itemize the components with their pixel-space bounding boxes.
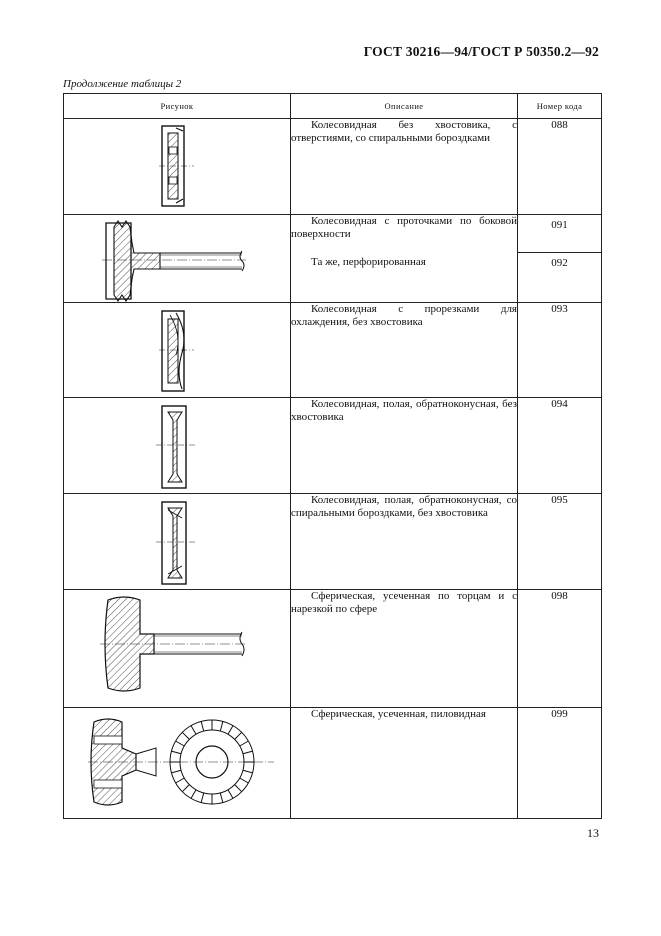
description-text: Колесовидная без хвостовика, с отверстия… xyxy=(291,119,517,144)
figure-cell xyxy=(63,302,291,398)
code-cell: 094 xyxy=(517,397,602,494)
code-cell: 095 xyxy=(517,493,602,590)
figure-cell xyxy=(63,493,291,590)
truncated-sphere-with-shank-icon xyxy=(100,596,246,692)
figure-cell xyxy=(63,589,291,708)
hollow-reverse-cone-wheel-icon xyxy=(156,405,196,489)
table-row: Сферическая, усеченная, пиловидная 099 xyxy=(63,707,602,819)
code-table: Рисунок Описание Номер кода Колесовидная… xyxy=(63,93,602,819)
column-header-code: Номер кода xyxy=(517,93,602,119)
description-text: Колесовидная, полая, обратноконусная, со… xyxy=(291,494,517,519)
code-value-variant: 092 xyxy=(518,252,601,289)
wheel-cooling-slots-icon xyxy=(159,310,194,392)
description-cell: Колесовидная с проточками по боковой пов… xyxy=(290,214,518,303)
code-cell: 088 xyxy=(517,118,602,215)
figure-cell xyxy=(63,118,291,215)
table-row: Колесовидная, полая, обратноконусная, бе… xyxy=(63,397,602,494)
description-text: Сферическая, усеченная, пиловидная xyxy=(311,708,486,720)
saw-sphere-with-gear-icon xyxy=(88,718,274,806)
table-header-row: Рисунок Описание Номер кода xyxy=(63,93,602,119)
figure-cell xyxy=(63,397,291,494)
standard-header: ГОСТ 30216—94/ГОСТ Р 50350.2—92 xyxy=(363,44,599,59)
description-cell: Сферическая, усеченная, пиловидная xyxy=(290,707,518,819)
description-text: Сферическая, усеченная по торцам и с нар… xyxy=(291,590,517,615)
description-cell: Колесовидная с прорезками для охлаждения… xyxy=(290,302,518,398)
table-row: Колесовидная, полая, обратноконусная, со… xyxy=(63,493,602,590)
table-row: Колесовидная с прорезками для охлаждения… xyxy=(63,302,602,398)
column-header-description: Описание xyxy=(290,93,518,119)
table-row: Колесовидная без хвостовика, с отверстия… xyxy=(63,118,602,215)
figure-cell xyxy=(63,707,291,819)
code-cell: 091 092 xyxy=(517,214,602,303)
code-value: 091 xyxy=(551,219,568,231)
description-cell: Колесовидная без хвостовика, с отверстия… xyxy=(290,118,518,215)
code-cell: 093 xyxy=(517,302,602,398)
code-cell: 098 xyxy=(517,589,602,708)
column-header-figure: Рисунок xyxy=(63,93,291,119)
page-number: 13 xyxy=(587,826,599,840)
wheel-with-holes-icon xyxy=(159,125,194,207)
description-cell: Сферическая, усеченная по торцам и с нар… xyxy=(290,589,518,708)
description-text: Колесовидная с проточками по боковой пов… xyxy=(291,215,517,240)
description-text-variant: Та же, перфорированная xyxy=(311,256,426,268)
table-row: Колесовидная с проточками по боковой пов… xyxy=(63,214,602,303)
description-text: Колесовидная с прорезками для охлаждения… xyxy=(291,303,517,328)
table-continuation-label: Продолжение таблицы 2 xyxy=(63,78,182,90)
figure-cell xyxy=(63,214,291,303)
grooved-wheel-with-shank-icon xyxy=(102,220,246,302)
table-row: Сферическая, усеченная по торцам и с нар… xyxy=(63,589,602,708)
code-cell: 099 xyxy=(517,707,602,819)
description-cell: Колесовидная, полая, обратноконусная, бе… xyxy=(290,397,518,494)
hollow-reverse-cone-spiral-wheel-icon xyxy=(156,501,196,585)
description-cell: Колесовидная, полая, обратноконусная, со… xyxy=(290,493,518,590)
description-text: Колесовидная, полая, обратноконусная, бе… xyxy=(291,398,517,423)
